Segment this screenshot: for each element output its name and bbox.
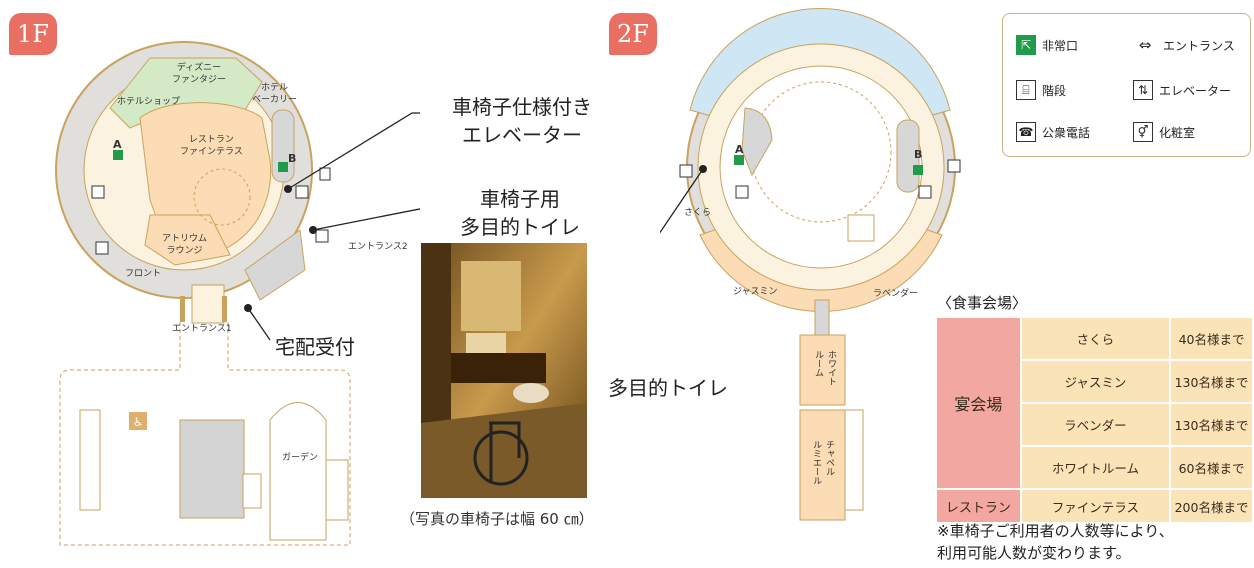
emergency-exit-icon: ⇱ bbox=[1016, 35, 1036, 55]
venue-capacity: 40名様まで bbox=[1171, 318, 1252, 359]
floor-1f-badge: 1F bbox=[9, 13, 57, 55]
restroom-icon: ⚥ bbox=[1133, 122, 1153, 142]
marker-b-1f: B bbox=[288, 152, 297, 165]
label-front: フロント bbox=[125, 269, 162, 279]
callout-wheelchair-toilet: 車椅子用 多目的トイレ bbox=[460, 187, 580, 239]
legend-label: 階段 bbox=[1042, 83, 1067, 98]
legend-stairs: ⌸ 階段 bbox=[1016, 80, 1066, 100]
label-atrium: アトリウム ラウンジ bbox=[162, 234, 208, 256]
legend-elevator: ⇅ エレベーター bbox=[1133, 80, 1231, 100]
table-row: ラベンダー 130名様まで bbox=[937, 404, 1252, 445]
floor-1f-map: ♿ bbox=[55, 41, 420, 546]
legend-entrance: ⇔ エントランス bbox=[1133, 35, 1235, 55]
label-sakura-map: さくら bbox=[684, 208, 712, 218]
venue-name: ラベンダー bbox=[1021, 404, 1170, 445]
label-hotel-bakery: ホテル ベーカリー bbox=[252, 83, 298, 105]
elevator-icon: ⇅ bbox=[1133, 80, 1153, 100]
legend-label: 公衆電話 bbox=[1042, 125, 1091, 140]
label-entrance2: エントランス2 bbox=[348, 242, 408, 252]
stairs-icon: ⌸ bbox=[1016, 80, 1036, 100]
label-white-room-map: ホワイト ルーム bbox=[813, 350, 836, 386]
venue-name: ファインテラス bbox=[1021, 490, 1170, 522]
table-row: ホワイトルーム 60名様まで bbox=[937, 447, 1252, 488]
marker-a-1f: A bbox=[113, 138, 122, 151]
floor-2f-map bbox=[660, 8, 961, 521]
venue-capacity: 130名様まで bbox=[1171, 404, 1252, 445]
venue-name: ホワイトルーム bbox=[1021, 447, 1170, 488]
capacity-note: ※車椅子ご利用者の人数等により、 利用可能人数が変わります。 bbox=[937, 522, 1174, 562]
accessible-toilet-photo bbox=[421, 243, 587, 498]
marker-a-2f: A bbox=[735, 143, 744, 156]
label-jasmine-map: ジャスミン bbox=[733, 287, 778, 297]
venue-name: さくら bbox=[1021, 318, 1170, 359]
floor-2f-badge: 2F bbox=[609, 13, 657, 55]
category-banquet: 宴会場 bbox=[937, 318, 1020, 488]
callout-delivery: 宅配受付 bbox=[275, 335, 355, 359]
dining-title: 〈食事会場〉 bbox=[937, 294, 1028, 312]
dining-table: 宴会場 さくら 40名様まで ジャスミン 130名様まで ラベンダー 130名様… bbox=[935, 316, 1254, 524]
table-row: ジャスミン 130名様まで bbox=[937, 361, 1252, 402]
table-row: 宴会場 さくら 40名様まで bbox=[937, 318, 1252, 488]
category-restaurant: レストラン bbox=[937, 490, 1020, 522]
legend-label: 非常口 bbox=[1042, 38, 1079, 53]
venue-capacity: 60名様まで bbox=[1171, 447, 1252, 488]
legend-emergency-exit: ⇱ 非常口 bbox=[1016, 35, 1078, 55]
entrance-arrow-icon: ⇔ bbox=[1133, 35, 1157, 55]
venue-capacity: 130名様まで bbox=[1171, 361, 1252, 402]
venue-capacity: 200名様まで bbox=[1171, 490, 1252, 522]
table-row: レストラン ファインテラス 200名様まで bbox=[937, 490, 1252, 522]
callout-wheelchair-elevator: 車椅子仕様付き エレベーター bbox=[452, 95, 592, 147]
label-hotel-shop: ホテルショップ bbox=[117, 97, 181, 107]
label-lavender-map: ラベンダー bbox=[873, 289, 919, 299]
venue-name: ジャスミン bbox=[1021, 361, 1170, 402]
label-chapel-map: チャペル ルミエール bbox=[811, 440, 834, 485]
label-entrance1: エントランス1 bbox=[172, 324, 232, 334]
svg-text:♿: ♿ bbox=[133, 415, 144, 429]
callout-multi-toilet: 多目的トイレ bbox=[608, 376, 728, 400]
legend-label: エントランス bbox=[1163, 38, 1235, 53]
legend-restroom: ⚥ 化粧室 bbox=[1133, 122, 1195, 142]
phone-icon: ☎ bbox=[1016, 122, 1036, 142]
label-garden: ガーデン bbox=[282, 453, 319, 463]
photo-caption: （写真の車椅子は幅 60 ㎝） bbox=[400, 510, 594, 528]
legend-label: エレベーター bbox=[1159, 83, 1232, 98]
label-disney: ディズニー ファンタジー bbox=[172, 63, 227, 85]
map-legend: ⇱ 非常口 ⇔ エントランス ⌸ 階段 ⇅ エレベーター ☎ 公衆電話 ⚥ 化粧… bbox=[1002, 13, 1251, 157]
label-restaurant: レストラン ファインテラス bbox=[180, 135, 243, 157]
legend-label: 化粧室 bbox=[1159, 125, 1196, 140]
marker-b-2f: B bbox=[914, 148, 923, 161]
legend-phone: ☎ 公衆電話 bbox=[1016, 122, 1090, 142]
